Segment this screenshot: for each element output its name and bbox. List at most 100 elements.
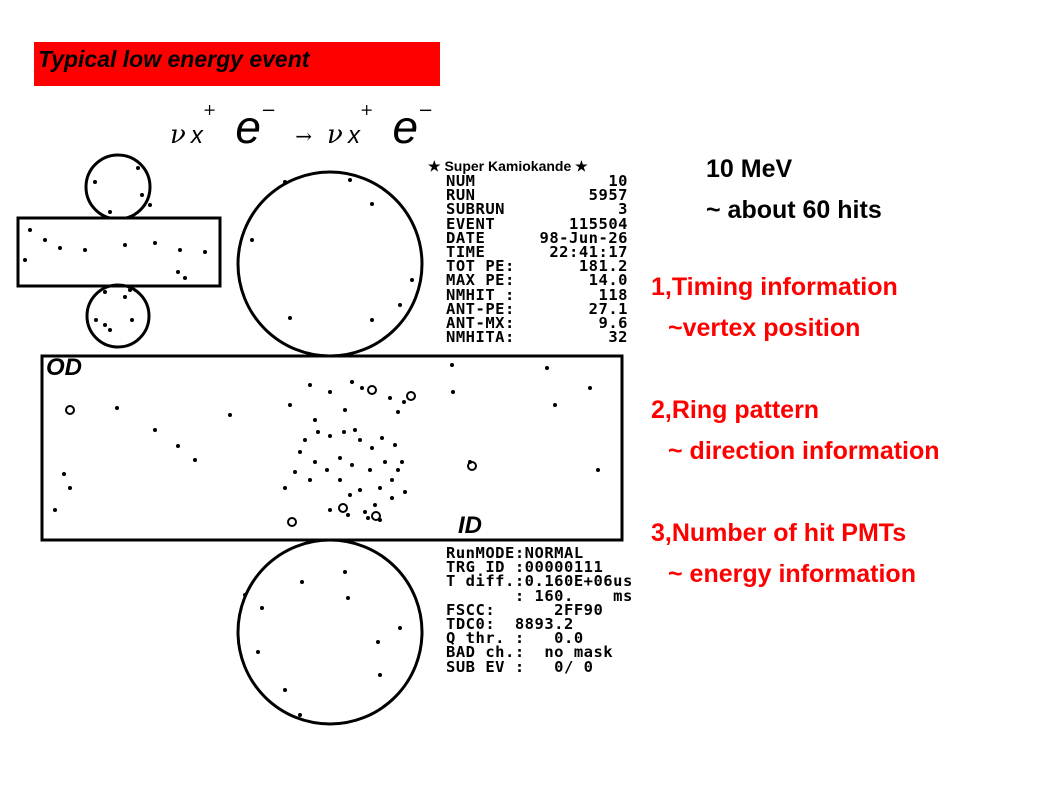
pmt-hit-dot	[123, 243, 127, 247]
stat-value: 9.6	[598, 314, 628, 333]
pmt-hit-dot	[328, 434, 332, 438]
neutrino-symbol-out: ν	[327, 120, 343, 150]
item-2-detail: ~ direction information	[668, 437, 940, 465]
pmt-hit-dot	[368, 468, 372, 472]
stat-row: ANT-MX: 9.6	[446, 314, 628, 333]
pmt-hit-dot	[390, 496, 394, 500]
pmt-hit-dot	[300, 580, 304, 584]
pmt-hit-dot	[136, 166, 140, 170]
pmt-hit-dot	[342, 430, 346, 434]
pmt-hit-ring	[65, 405, 75, 415]
stat-row: ANT-PE:27.1	[446, 299, 628, 318]
pmt-hit-dot	[376, 640, 380, 644]
pmt-hit-dot	[343, 408, 347, 412]
stat-row: NMHITA:32	[446, 328, 628, 347]
pmt-hit-dot	[346, 596, 350, 600]
pmt-hit-dot	[545, 366, 549, 370]
pmt-hit-dot	[313, 460, 317, 464]
pmt-hit-dot	[123, 295, 127, 299]
pmt-hit-dot	[108, 328, 112, 332]
pmt-hit-dot	[108, 210, 112, 214]
item-1-detail: ~vertex position	[668, 314, 861, 342]
pmt-hit-dot	[403, 490, 407, 494]
neutrino-symbol: ν	[170, 120, 186, 150]
pmt-hit-dot	[378, 673, 382, 677]
pmt-hit-dot	[283, 180, 287, 184]
pmt-hit-dot	[293, 470, 297, 474]
stat-value: 181.2	[578, 257, 628, 276]
item-1-title: 1,Timing information	[651, 273, 898, 301]
pmt-hit-dot	[115, 406, 119, 410]
stat-row: NMHIT :118	[446, 287, 628, 303]
run-info-line: BAD ch.: no mask	[446, 643, 614, 662]
pmt-hit-dot	[256, 650, 260, 654]
stat-label: NUM	[446, 172, 476, 190]
flavor-subscript-out: x	[347, 122, 360, 149]
pmt-hit-dot	[388, 396, 392, 400]
od-bottom-cap	[85, 283, 151, 349]
pmt-hit-dot	[62, 472, 66, 476]
pmt-hit-dot	[83, 248, 87, 252]
pmt-hit-dot	[338, 478, 342, 482]
stat-row: TOT PE:181.2	[446, 257, 628, 276]
item-2-title: 2,Ring pattern	[651, 396, 820, 424]
plus-sign: +	[202, 100, 217, 119]
pmt-hit-dot	[203, 250, 207, 254]
id-label: ID	[458, 512, 482, 539]
pmt-hit-dot	[283, 486, 287, 490]
od-label: OD	[46, 354, 82, 381]
pmt-hit-dot	[343, 570, 347, 574]
pmt-hit-dot	[350, 380, 354, 384]
pmt-hit-ring	[371, 511, 381, 521]
pmt-hit-ring	[406, 391, 416, 401]
stat-row: MAX PE:14.0	[446, 271, 628, 290]
run-info-line: Q thr. : 0.0	[446, 629, 584, 648]
pmt-hit-dot	[53, 508, 57, 512]
pmt-hit-dot	[353, 428, 357, 432]
pmt-hit-dot	[288, 316, 292, 320]
pmt-hit-dot	[228, 413, 232, 417]
pmt-hit-dot	[288, 403, 292, 407]
stat-label: ANT-MX:	[446, 314, 515, 333]
pmt-hit-dot	[378, 486, 382, 490]
stat-label: TIME	[446, 243, 486, 262]
id-top-cap	[236, 170, 424, 358]
run-info-line: : 160. ms	[446, 586, 633, 605]
energy-label: 10 MeV	[706, 155, 793, 183]
pmt-hit-dot	[451, 390, 455, 394]
pmt-hit-dot	[23, 258, 27, 262]
charge-minus: −	[261, 100, 277, 121]
stat-label: MAX PE:	[446, 271, 515, 290]
run-info-line: TRG ID :00000111	[446, 558, 604, 577]
pmt-hit-dot	[328, 390, 332, 394]
pmt-hit-ring	[467, 461, 477, 471]
pmt-hit-dot	[298, 450, 302, 454]
pmt-hit-dot	[348, 178, 352, 182]
pmt-hit-dot	[93, 180, 97, 184]
pmt-hit-dot	[176, 270, 180, 274]
pmt-hit-dot	[373, 503, 377, 507]
charge-minus-out: −	[418, 100, 434, 121]
pmt-hit-dot	[396, 468, 400, 472]
stat-label: ANT-PE:	[446, 299, 515, 318]
pmt-hit-ring	[367, 385, 377, 395]
pmt-hit-dot	[350, 463, 354, 467]
pmt-hit-dot	[58, 246, 62, 250]
flavor-subscript: x	[190, 122, 203, 149]
stat-label: RUN	[446, 186, 476, 205]
run-info-line: FSCC: 2FF90	[446, 600, 604, 619]
pmt-hit-dot	[398, 626, 402, 630]
pmt-hit-dot	[596, 468, 600, 472]
pmt-hit-dot	[370, 202, 374, 206]
pmt-hit-dot	[178, 248, 182, 252]
pmt-hit-dot	[383, 460, 387, 464]
hits-label: ~ about 60 hits	[706, 196, 882, 224]
pmt-hit-dot	[348, 493, 352, 497]
pmt-hit-dot	[358, 488, 362, 492]
pmt-hit-dot	[363, 510, 367, 514]
stat-label: NMHITA:	[446, 328, 515, 347]
